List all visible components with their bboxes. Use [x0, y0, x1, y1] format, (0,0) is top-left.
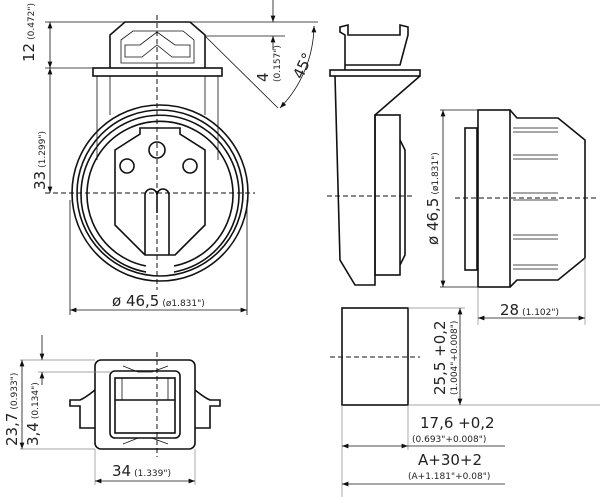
pin-hole	[148, 141, 166, 159]
depth-label: 28(1.102")	[500, 301, 559, 319]
cutout-height-label: 25,5 +0,2(1.004"+0.008")	[431, 320, 460, 395]
front-view: 12(0.472") 33(1.299") ø 46,5(ø1.831") 4(…	[20, 0, 318, 315]
side-diameter-label: ø 46,5(ø1.831")	[424, 152, 442, 245]
top-latch	[109, 21, 206, 68]
bottom-width-label: 34(1.339")	[112, 462, 171, 480]
angle-label: 45°	[289, 50, 317, 82]
pin-hole	[119, 158, 135, 174]
latch-height-label: 12(0.472")	[20, 3, 38, 62]
pin-hole	[182, 158, 198, 174]
offset-label: 4(0.157")	[254, 45, 283, 82]
bottom-height-label: 23,7(0.933")	[3, 373, 21, 446]
panel-spacing-inch: (A+1.181"+0.08")	[408, 472, 490, 482]
bottom-view: 23,7(0.933") 3,4(0.134") 34(1.339")	[3, 335, 221, 485]
right-view: ø 46,5(ø1.831") 28(1.102")	[424, 109, 598, 325]
side-view	[327, 23, 421, 286]
center-height-label: 33(1.299")	[31, 131, 49, 190]
front-diameter-label: ø 46,5(ø1.831")	[112, 292, 205, 310]
panel-spacing-label: A+30+2	[418, 451, 482, 469]
bottom-offset-label: 3,4(0.134")	[24, 382, 42, 446]
cutout-width-label: 17,6 +0,2	[420, 414, 495, 432]
panel-cutout: 25,5 +0,2(1.004"+0.008") 17,6 +0,2 (0.69…	[330, 307, 600, 497]
cutout-width-inch: (0.693"+0.008")	[412, 435, 486, 445]
socket-face	[114, 127, 206, 256]
